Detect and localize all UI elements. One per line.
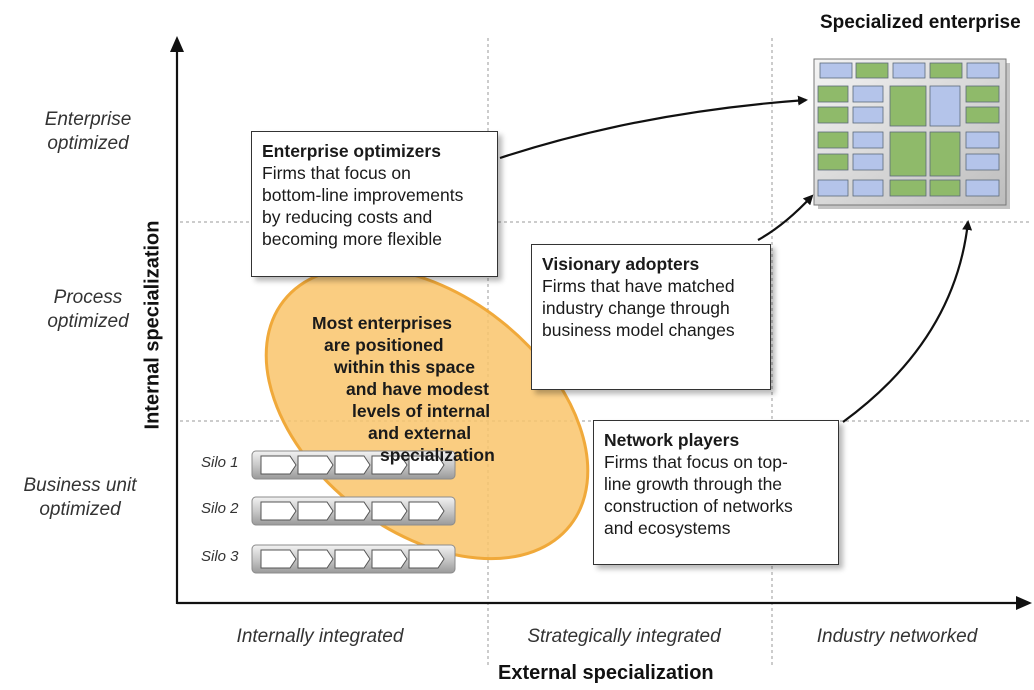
enterprise-module-block <box>852 106 884 124</box>
enterprise-module-block <box>965 153 1000 171</box>
silo-bars <box>251 450 456 574</box>
enterprise-module-block <box>889 131 927 177</box>
process-step-chevron <box>297 549 334 569</box>
y-level-process-line2: optimized <box>47 311 129 332</box>
silo-3-label: Silo 3 <box>201 548 239 565</box>
visionary-adopters-title: Visionary adopters <box>542 254 700 274</box>
y-level-enterprise-line1: Enterprise <box>44 109 132 130</box>
visionary-adopters-line-2: industry change through <box>542 298 730 318</box>
ellipse-line-7: specialization <box>380 445 495 465</box>
enterprise-module-block <box>966 62 1000 79</box>
y-level-business-unit-line1: Business unit <box>23 475 137 496</box>
enterprise-module-block <box>889 179 927 197</box>
y-level-enterprise-line2: optimized <box>47 133 129 154</box>
enterprise-module-block <box>819 62 853 79</box>
enterprise-module-block <box>929 85 961 127</box>
enterprise-optimizers-title: Enterprise optimizers <box>262 141 441 161</box>
enterprise-module-block <box>852 85 884 103</box>
process-step-chevron <box>260 501 297 521</box>
enterprise-module-block <box>852 153 884 171</box>
process-step-chevron <box>260 455 297 475</box>
arrow-optimizers-to-specialized <box>499 95 808 160</box>
network-players-line-2: line growth through the <box>604 474 783 494</box>
enterprise-module-block <box>892 62 926 79</box>
enterprise-optimizers-line-1: Firms that focus on <box>262 163 411 183</box>
ellipse-line-6: and external <box>368 423 472 443</box>
enterprise-module-block <box>817 131 849 149</box>
process-step-chevron <box>371 549 408 569</box>
enterprise-optimizers-line-3: by reducing costs and <box>262 207 433 227</box>
enterprise-module-block <box>817 85 849 103</box>
enterprise-optimizers-line-4: becoming more flexible <box>262 229 442 249</box>
enterprise-module-block <box>965 106 1000 124</box>
enterprise-module-block <box>929 62 963 79</box>
network-players-line-1: Firms that focus on top- <box>604 452 788 472</box>
enterprise-module-block <box>965 131 1000 149</box>
network-players-line-4: and ecosystems <box>604 518 731 538</box>
y-level-business-unit-line2: optimized <box>39 499 121 520</box>
specialized-enterprise-title: Specialized enterprise <box>820 12 1021 33</box>
enterprise-module-block <box>965 85 1000 103</box>
enterprise-optimizers-line-2: bottom-line improvements <box>262 185 464 205</box>
enterprise-optimizers-box: Enterprise optimizers Firms that focus o… <box>251 131 498 277</box>
process-step-chevron <box>297 501 334 521</box>
enterprise-module-block <box>817 153 849 171</box>
process-step-chevron <box>334 455 371 475</box>
arrow-network-to-specialized <box>842 220 973 423</box>
network-players-box: Network players Firms that focus on top-… <box>593 420 839 565</box>
enterprise-module-block <box>965 179 1000 197</box>
y-level-process-line1: Process <box>53 287 123 308</box>
y-level-process: Process optimized <box>8 286 168 334</box>
process-step-chevron <box>408 501 445 521</box>
process-step-chevron <box>408 549 445 569</box>
enterprise-module-block <box>817 179 849 197</box>
x-level-industry-networked: Industry networked <box>816 626 978 647</box>
process-step-chevron <box>371 501 408 521</box>
ellipse-caption: Most enterprises are positioned within t… <box>300 312 495 466</box>
enterprise-module-block <box>929 131 961 177</box>
process-step-chevron <box>408 455 445 475</box>
process-step-chevron <box>334 501 371 521</box>
arrow-visionary-to-specialized <box>757 194 814 241</box>
visionary-adopters-box: Visionary adopters Firms that have match… <box>531 244 771 390</box>
x-level-strategically-integrated: Strategically integrated <box>527 626 721 647</box>
ellipse-line-3: within this space <box>334 357 475 377</box>
ellipse-line-2: are positioned <box>324 335 444 355</box>
enterprise-module-block <box>929 179 961 197</box>
y-axis-title: Internal specialization <box>141 220 164 430</box>
ellipse-line-5: levels of internal <box>352 401 491 421</box>
ellipse-line-4: and have modest <box>346 379 489 399</box>
silo-1-label: Silo 1 <box>201 454 239 471</box>
enterprise-module-block <box>889 85 927 127</box>
enterprise-module-block <box>817 106 849 124</box>
enterprise-module-block <box>852 179 884 197</box>
visionary-adopters-line-1: Firms that have matched <box>542 276 735 296</box>
x-level-internally-integrated: Internally integrated <box>236 626 404 647</box>
y-level-enterprise: Enterprise optimized <box>8 108 168 156</box>
process-step-chevron <box>334 549 371 569</box>
specialized-enterprise-panel <box>813 58 1010 209</box>
network-players-title: Network players <box>604 430 740 450</box>
enterprise-module-block <box>855 62 889 79</box>
x-axis-title: External specialization <box>498 662 714 684</box>
visionary-adopters-line-3: business model changes <box>542 320 735 340</box>
process-step-chevron <box>260 549 297 569</box>
process-step-chevron <box>297 455 334 475</box>
progression-arrows <box>499 95 973 423</box>
process-step-chevron <box>371 455 408 475</box>
y-level-business-unit: Business unit optimized <box>0 474 160 522</box>
ellipse-line-1: Most enterprises <box>312 313 453 333</box>
network-players-line-3: construction of networks <box>604 496 793 516</box>
silo-2-label: Silo 2 <box>201 500 239 517</box>
axes <box>170 36 1032 610</box>
enterprise-module-block <box>852 131 884 149</box>
